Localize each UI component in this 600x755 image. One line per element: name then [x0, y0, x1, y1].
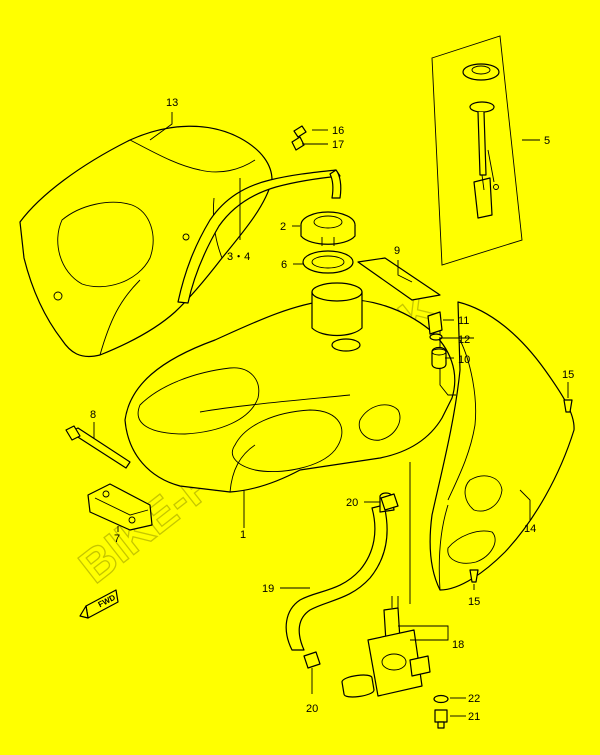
callout-1: 1	[240, 529, 246, 541]
part-16-17-screw-grommet	[291, 125, 307, 151]
leader-lines	[93, 112, 569, 717]
part-7-bracket	[87, 483, 153, 531]
callout-20-bottom: 20	[306, 703, 318, 715]
callout-numbers: 13 16 17 3・4 5 2 6 9 11 12 10 15 8 7 1 1…	[90, 97, 574, 723]
part-9-label	[357, 257, 441, 301]
fwd-arrow: FWD	[79, 589, 119, 619]
part-3-4-breather-hose	[177, 169, 342, 304]
part-21-22-bolt-washer	[433, 694, 449, 729]
callout-7: 7	[114, 533, 120, 545]
callout-10: 10	[458, 354, 470, 366]
part-1-fuel-tank	[124, 282, 456, 493]
callout-15-top: 15	[562, 369, 574, 381]
part-20-clamps	[303, 493, 399, 669]
part-5-gauge-box	[431, 35, 523, 266]
part-10-11-12-mounts	[427, 311, 447, 370]
callout-5: 5	[544, 135, 550, 147]
callout-2: 2	[280, 221, 286, 233]
callout-6: 6	[281, 259, 287, 271]
callout-16: 16	[332, 125, 344, 137]
part-15-rivets	[469, 399, 573, 583]
part-8-cable-tie	[65, 425, 131, 469]
callout-19: 19	[262, 583, 274, 595]
callout-18: 18	[452, 639, 464, 651]
callout-22: 22	[468, 693, 480, 705]
callout-21: 21	[468, 711, 480, 723]
part-13-left-side-cover	[19, 125, 273, 358]
callout-3-4: 3・4	[227, 251, 250, 263]
part-14-right-side-cover	[429, 301, 575, 591]
callout-12: 12	[458, 334, 470, 346]
part-19-fuel-hose	[285, 492, 395, 651]
part-18-fuel-cock	[341, 596, 431, 698]
callout-11: 11	[458, 315, 469, 327]
callout-15-bottom: 15	[468, 596, 480, 608]
callout-20-top: 20	[346, 497, 358, 509]
callout-13: 13	[166, 97, 178, 109]
callout-9: 9	[394, 245, 400, 257]
callout-17: 17	[332, 139, 344, 151]
callout-14: 14	[524, 523, 536, 535]
callout-8: 8	[90, 409, 96, 421]
part-6-gasket	[302, 250, 354, 274]
part-2-filler-cap	[300, 211, 356, 246]
